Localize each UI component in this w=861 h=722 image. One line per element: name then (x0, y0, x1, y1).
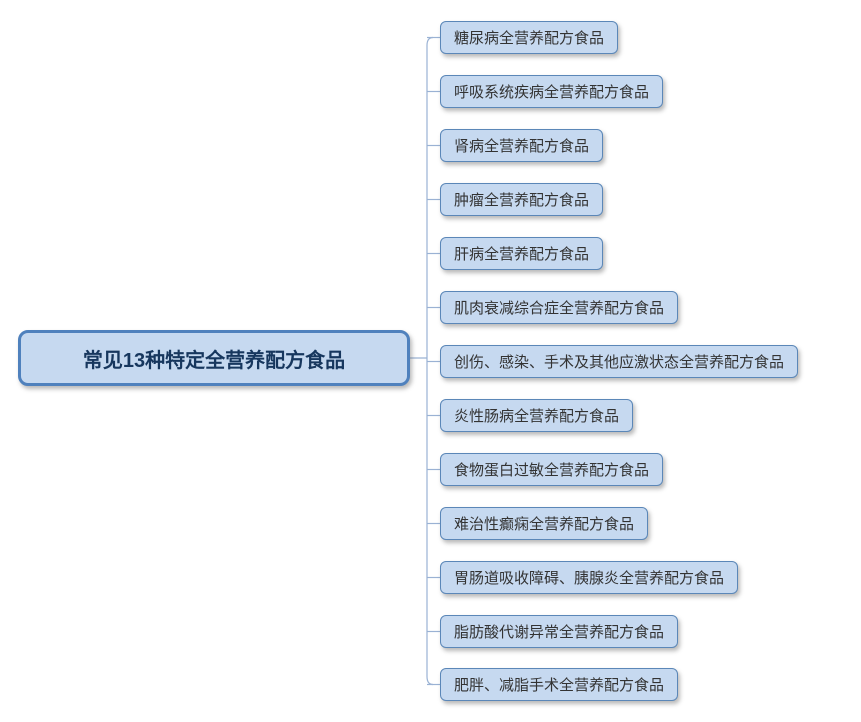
branch-node-gi-pancreatitis[interactable]: 胃肠道吸收障碍、胰腺炎全营养配方食品 (440, 561, 739, 594)
branch-label: 脂肪酸代谢异常全营养配方食品 (454, 624, 665, 641)
branch-label: 肌肉衰减综合症全营养配方食品 (454, 300, 665, 317)
branch-label: 糖尿病全营养配方食品 (454, 30, 605, 47)
branch-label: 创伤、感染、手术及其他应激状态全营养配方食品 (454, 354, 785, 371)
branch-node-trauma-stress[interactable]: 创伤、感染、手术及其他应激状态全营养配方食品 (440, 345, 799, 378)
branch-label: 肥胖、减脂手术全营养配方食品 (454, 677, 665, 694)
branch-node-kidney[interactable]: 肾病全营养配方食品 (440, 129, 604, 162)
branch-node-tumor[interactable]: 肿瘤全营养配方食品 (440, 183, 604, 216)
branch-label: 胃肠道吸收障碍、胰腺炎全营养配方食品 (454, 570, 725, 587)
branch-node-sarcopenia[interactable]: 肌肉衰减综合症全营养配方食品 (440, 291, 679, 324)
branch-label: 肾病全营养配方食品 (454, 138, 590, 155)
branch-node-liver[interactable]: 肝病全营养配方食品 (440, 237, 604, 270)
branch-node-ibd[interactable]: 炎性肠病全营养配方食品 (440, 399, 634, 432)
branch-node-epilepsy[interactable]: 难治性癫痫全营养配方食品 (440, 507, 649, 540)
branch-label: 肝病全营养配方食品 (454, 246, 590, 263)
branch-node-food-allergy[interactable]: 食物蛋白过敏全营养配方食品 (440, 453, 664, 486)
branch-label: 炎性肠病全营养配方食品 (454, 408, 620, 425)
branch-node-obesity[interactable]: 肥胖、减脂手术全营养配方食品 (440, 668, 679, 701)
branch-label: 肿瘤全营养配方食品 (454, 192, 590, 209)
branch-node-fatty-acid[interactable]: 脂肪酸代谢异常全营养配方食品 (440, 615, 679, 648)
branch-label: 食物蛋白过敏全营养配方食品 (454, 462, 650, 479)
branch-label: 呼吸系统疾病全营养配方食品 (454, 84, 650, 101)
branch-node-respiratory[interactable]: 呼吸系统疾病全营养配方食品 (440, 75, 664, 108)
root-node-label: 常见13种特定全营养配方食品 (82, 349, 346, 372)
branch-label: 难治性癫痫全营养配方食品 (454, 516, 635, 533)
root-node[interactable]: 常见13种特定全营养配方食品 (18, 330, 410, 386)
branch-node-diabetes[interactable]: 糖尿病全营养配方食品 (440, 21, 619, 54)
